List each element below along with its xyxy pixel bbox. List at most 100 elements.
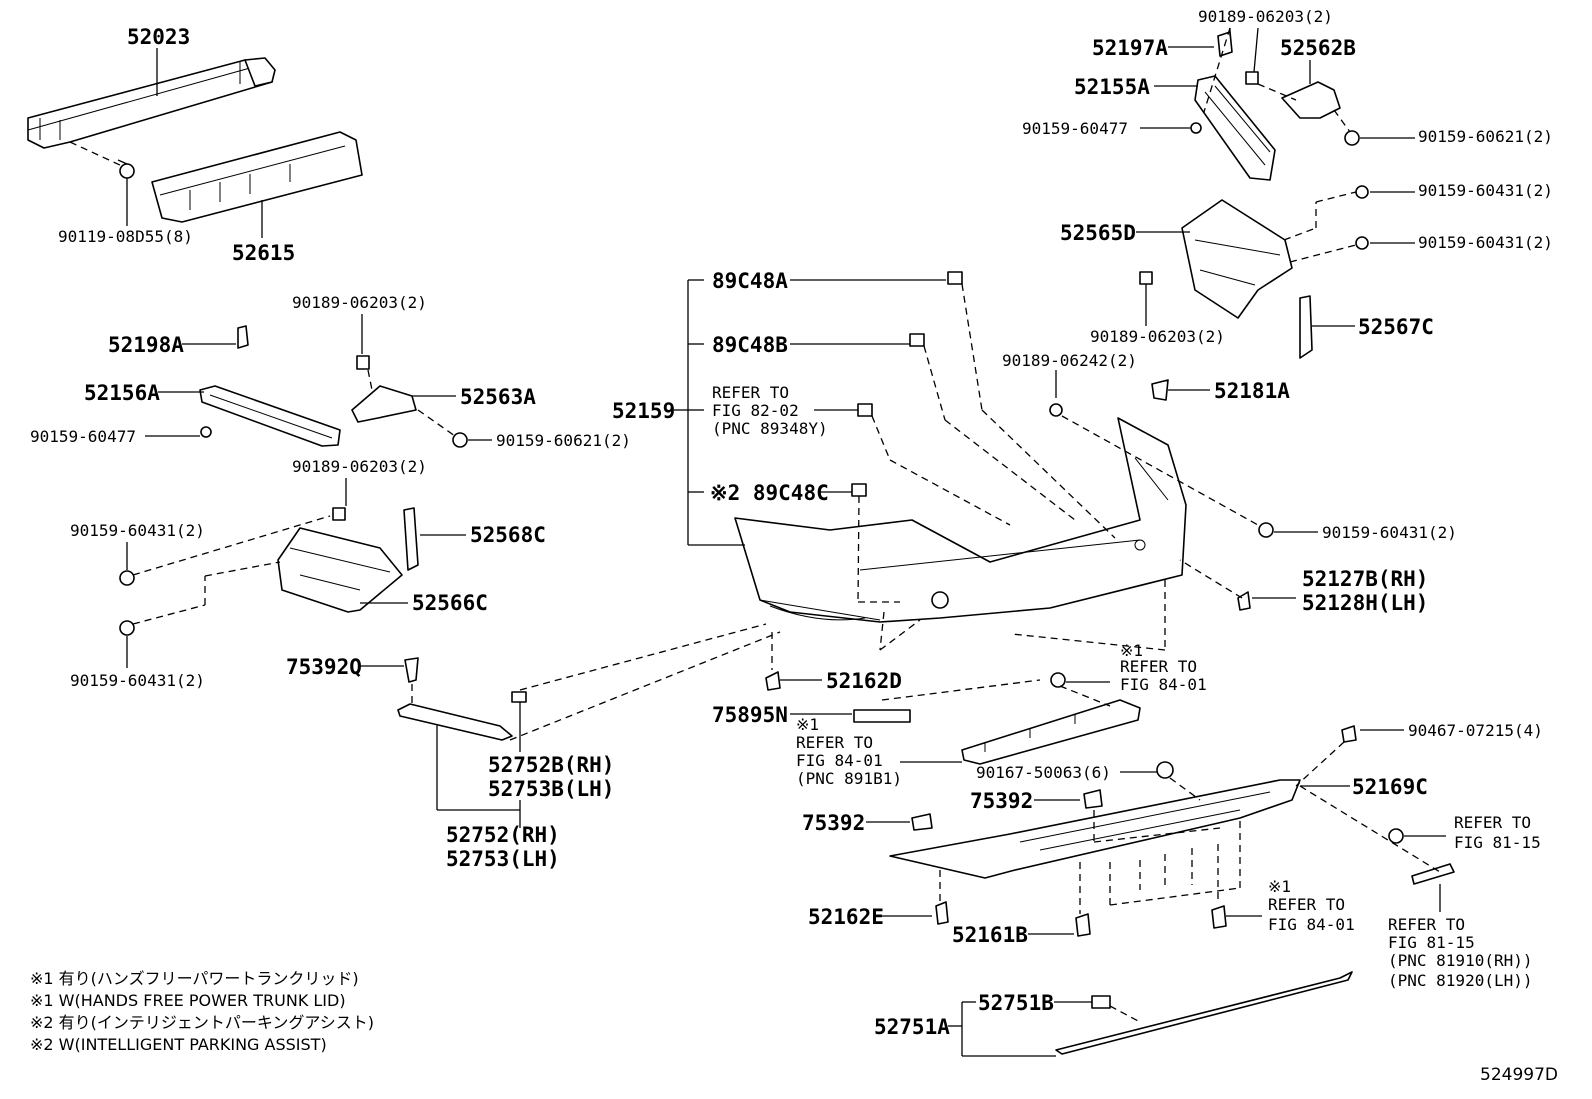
label-52753: 52753(LH): [446, 847, 560, 871]
clip-89c48c-drawing: [851, 483, 867, 497]
label-refer-81-15-a-line1: REFER TO: [1454, 813, 1531, 832]
retainer-75392-drawing: [1083, 789, 1103, 809]
label-90159-60621-right: 90159-60621(2): [1418, 127, 1553, 146]
label-52162e: 52162E: [808, 905, 884, 929]
label-refer-82-02-line1: REFER TO: [712, 383, 789, 402]
label-75392-a: 75392: [970, 789, 1033, 813]
label-52169c: 52169C: [1352, 775, 1428, 799]
label-52568c: 52568C: [470, 523, 546, 547]
label-refer-84-01-b-mark: ※1: [1268, 877, 1291, 896]
label-75392q: 75392Q: [286, 655, 362, 679]
label-refer-84-01-b-line1: REFER TO: [1268, 895, 1345, 914]
label-52181a: 52181A: [1214, 379, 1290, 403]
reflector-52752-drawing: [397, 657, 527, 741]
label-52156a: 52156A: [84, 381, 160, 405]
label-refer-81-15-a-line2: FIG 81-15: [1454, 833, 1541, 852]
label-refer-81-15-b-line4: (PNC 81920(LH)): [1388, 971, 1533, 990]
label-90189-06242: 90189-06242(2): [1002, 351, 1137, 370]
footnote-1-en: ※1 W(HANDS FREE POWER TRUNK LID): [30, 991, 346, 1010]
label-52567c: 52567C: [1358, 315, 1434, 339]
label-52127b: 52127B(RH): [1302, 567, 1428, 591]
label-52751b: 52751B: [978, 991, 1054, 1015]
label-52753b: 52753B(LH): [488, 777, 614, 801]
label-90159-60431-a: 90159-60431(2): [1418, 181, 1553, 200]
clip-drawing: [1190, 122, 1202, 134]
label-refer-84-01-a-line2: FIG 84-01: [1120, 675, 1207, 694]
label-refer-891b1-line1: REFER TO: [796, 733, 873, 752]
label-refer-81-15-b-line2: FIG 81-15: [1388, 933, 1475, 952]
clip-81-15-drawing: [1388, 828, 1404, 844]
bracket-52155a-drawing: [1194, 31, 1276, 181]
label-52566c: 52566C: [412, 591, 488, 615]
screw-90159-60431-drawing: [1258, 522, 1274, 538]
retainer-52566c-drawing: [119, 507, 403, 636]
reinforcement-52023-drawing: [27, 57, 276, 149]
bracket-52562b-drawing: [1245, 71, 1341, 119]
label-75392-b: 75392: [802, 811, 865, 835]
bracket-52563a-drawing: [351, 355, 468, 448]
retainer-52565d-drawing: [1139, 185, 1369, 319]
leader-lines: [69, 27, 1446, 1057]
footnotes: ※1 有り(ハンズフリーパワートランクリッド) ※1 W(HANDS FREE …: [30, 968, 374, 1056]
label-89c48c: ※2 89C48C: [710, 481, 829, 505]
clip-52751b-drawing: [1091, 995, 1111, 1009]
label-52198a: 52198A: [108, 333, 184, 357]
label-90159-60431-c: 90159-60431(2): [1322, 523, 1457, 542]
label-89c48a: 89C48A: [712, 269, 788, 293]
label-52752: 52752(RH): [446, 823, 560, 847]
retainer-75392-b-drawing: [911, 813, 933, 831]
label-90189-06203-top: 90189-06203(2): [1198, 7, 1333, 26]
label-52752b: 52752B(RH): [488, 753, 614, 777]
label-52161b: 52161B: [952, 923, 1028, 947]
label-52197a: 52197A: [1092, 36, 1168, 60]
label-52562b: 52562B: [1280, 36, 1356, 60]
footnote-2-en: ※2 W(INTELLIGENT PARKING ASSIST): [30, 1035, 327, 1054]
label-refer-891b1-line2: FIG 84-01: [796, 751, 883, 770]
cover-52127b-drawing: [1237, 591, 1251, 611]
clip-90189-06242-drawing: [1049, 403, 1063, 417]
figure-id: 524997D: [1480, 1065, 1558, 1085]
label-refer-84-01-a-mark: ※1: [1120, 641, 1143, 660]
label-90119-08d55: 90119-08D55(8): [58, 227, 193, 246]
label-refer-81-15-b-line1: REFER TO: [1388, 915, 1465, 934]
sensor-bracket-drawing: [961, 672, 1141, 765]
label-52565d: 52565D: [1060, 221, 1136, 245]
label-90159-60621-left: 90159-60621(2): [496, 431, 631, 450]
clip-89c48b-drawing: [909, 333, 925, 347]
label-52615: 52615: [232, 241, 295, 265]
label-52162d: 52162D: [826, 669, 902, 693]
clip-8401b-drawing: [1211, 905, 1227, 929]
bolt-90119-drawing: [117, 159, 135, 179]
label-52155a: 52155A: [1074, 75, 1150, 99]
label-refer-82-02-line2: FIG 82-02: [712, 401, 799, 420]
label-90159-60431-l2: 90159-60431(2): [70, 671, 205, 690]
clip-52162d-drawing: [765, 671, 781, 691]
label-75895n: 75895N: [712, 703, 788, 727]
spacer-52567c-drawing: [1299, 295, 1313, 359]
label-90159-60431-b: 90159-60431(2): [1418, 233, 1553, 252]
clip-89348y-drawing: [857, 403, 873, 417]
footnote-2-jp: ※2 有り(インテリジェントパーキングアシスト): [30, 1013, 375, 1032]
label-90159-60477-right: 90159-60477: [1022, 119, 1128, 138]
label-refer-891b1-mark: ※1: [796, 715, 819, 734]
label-52023: 52023: [127, 25, 190, 49]
label-refer-82-02-line3: (PNC 89348Y): [712, 419, 828, 438]
lower-skirt-52169c-drawing: [889, 725, 1357, 879]
spacer-52568c-drawing: [403, 507, 419, 571]
screw-drawing: [1344, 130, 1360, 146]
label-52159: 52159: [612, 399, 675, 423]
bracket-52156a-drawing: [199, 325, 341, 447]
label-refer-84-01-a-line1: REFER TO: [1120, 657, 1197, 676]
label-90189-06203-right: 90189-06203(2): [1090, 327, 1225, 346]
cap-52181a-drawing: [1151, 379, 1169, 401]
label-refer-81-15-b-line3: (PNC 81910(RH)): [1388, 951, 1533, 970]
clip-89c48a-drawing: [947, 271, 963, 285]
label-refer-84-01-b-line2: FIG 84-01: [1268, 915, 1355, 934]
molding-52751a-drawing: [1055, 971, 1353, 1055]
absorber-52615-drawing: [151, 131, 363, 223]
clip-52161b-drawing: [1075, 913, 1091, 937]
label-refer-891b1-line3: (PNC 891B1): [796, 769, 902, 788]
label-90159-60431-l1: 90159-60431(2): [70, 521, 205, 540]
label-89c48b: 89C48B: [712, 333, 788, 357]
